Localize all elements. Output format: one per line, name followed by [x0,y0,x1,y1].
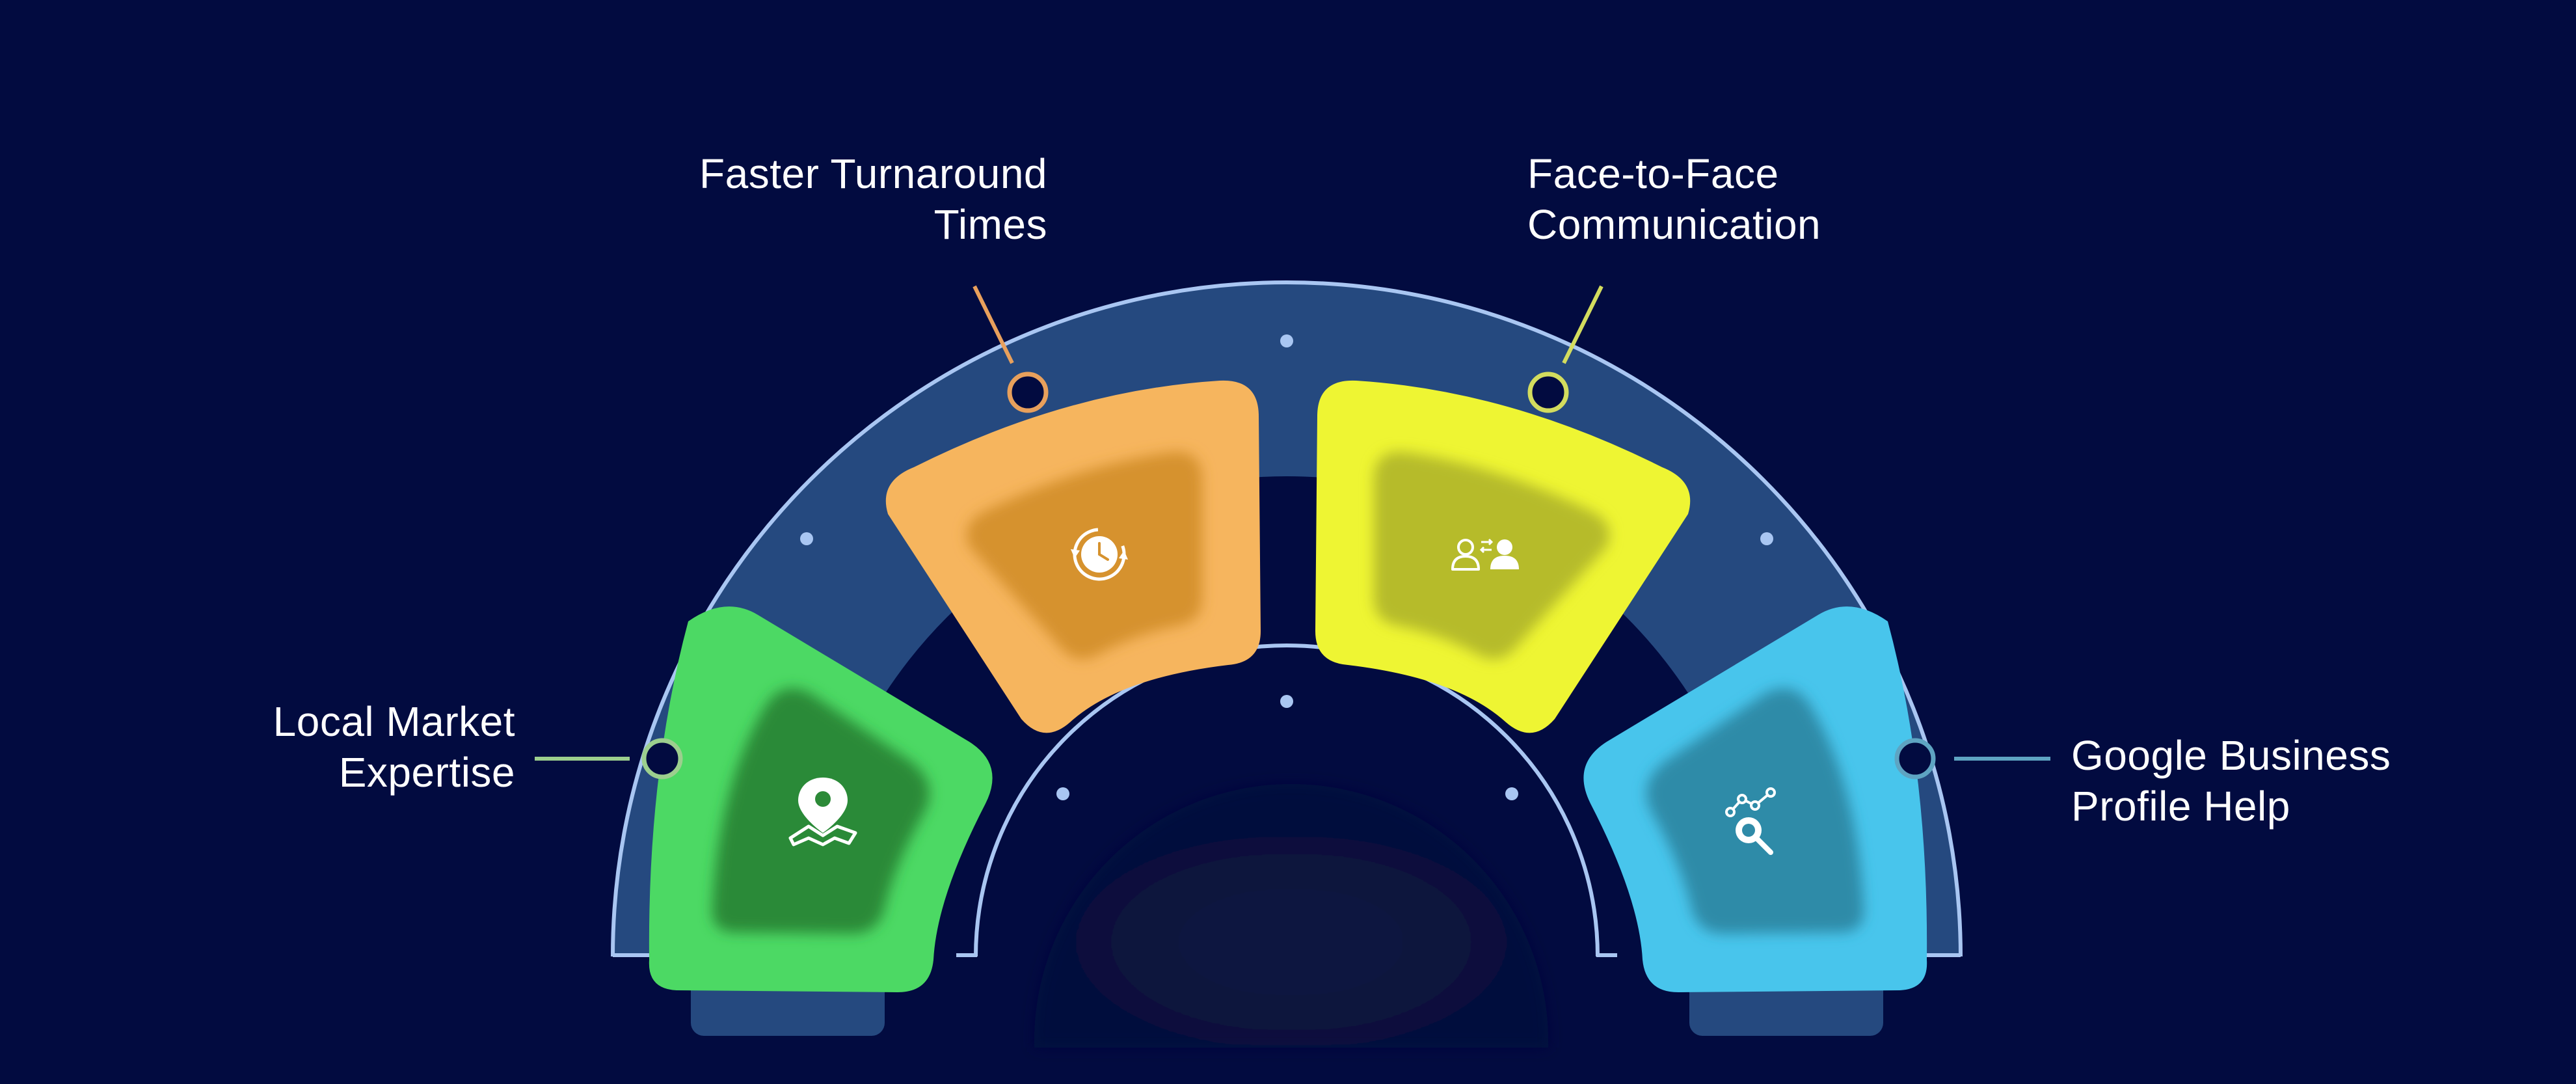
arc-dot [1505,787,1518,800]
arc-dot [1280,695,1293,708]
segment-face-to-face [1315,380,1691,733]
label-line: Google Business [2071,732,2391,779]
arc-dot [1056,787,1069,800]
clock-refresh-icon [1071,528,1128,581]
label-google-business: Google Business Profile Help [2071,730,2391,832]
label-local-market: Local Market Expertise [273,696,515,798]
label-face-to-face: Face-to-Face Communication [1527,148,1821,250]
connector-face-to-face [1527,285,1603,413]
label-line: Expertise [338,749,515,796]
segment-local-market [649,606,993,992]
label-line: Local Market [273,698,515,745]
label-line: Faster Turnaround [699,150,1047,197]
label-line: Face-to-Face [1527,150,1779,197]
search-analytics-icon [1725,787,1776,855]
connector-faster-turnaround [973,285,1049,413]
people-exchange-icon [1451,538,1519,571]
arc-dot [1280,334,1293,347]
arc-dot [1760,532,1773,545]
segment-google-business [1583,606,1927,992]
label-line: Communication [1527,201,1821,248]
connector-google-business [1894,738,2050,779]
label-faster-turnaround: Faster Turnaround Times [699,148,1047,250]
center-dome [1034,784,1548,1048]
connector-local-market [535,738,683,779]
inner-arc-line [974,644,1600,957]
label-line: Profile Help [2071,783,2290,830]
label-line: Times [933,201,1047,248]
map-pin-icon [788,778,857,847]
segment-faster-turnaround [885,380,1261,733]
arc-dot [800,532,813,545]
